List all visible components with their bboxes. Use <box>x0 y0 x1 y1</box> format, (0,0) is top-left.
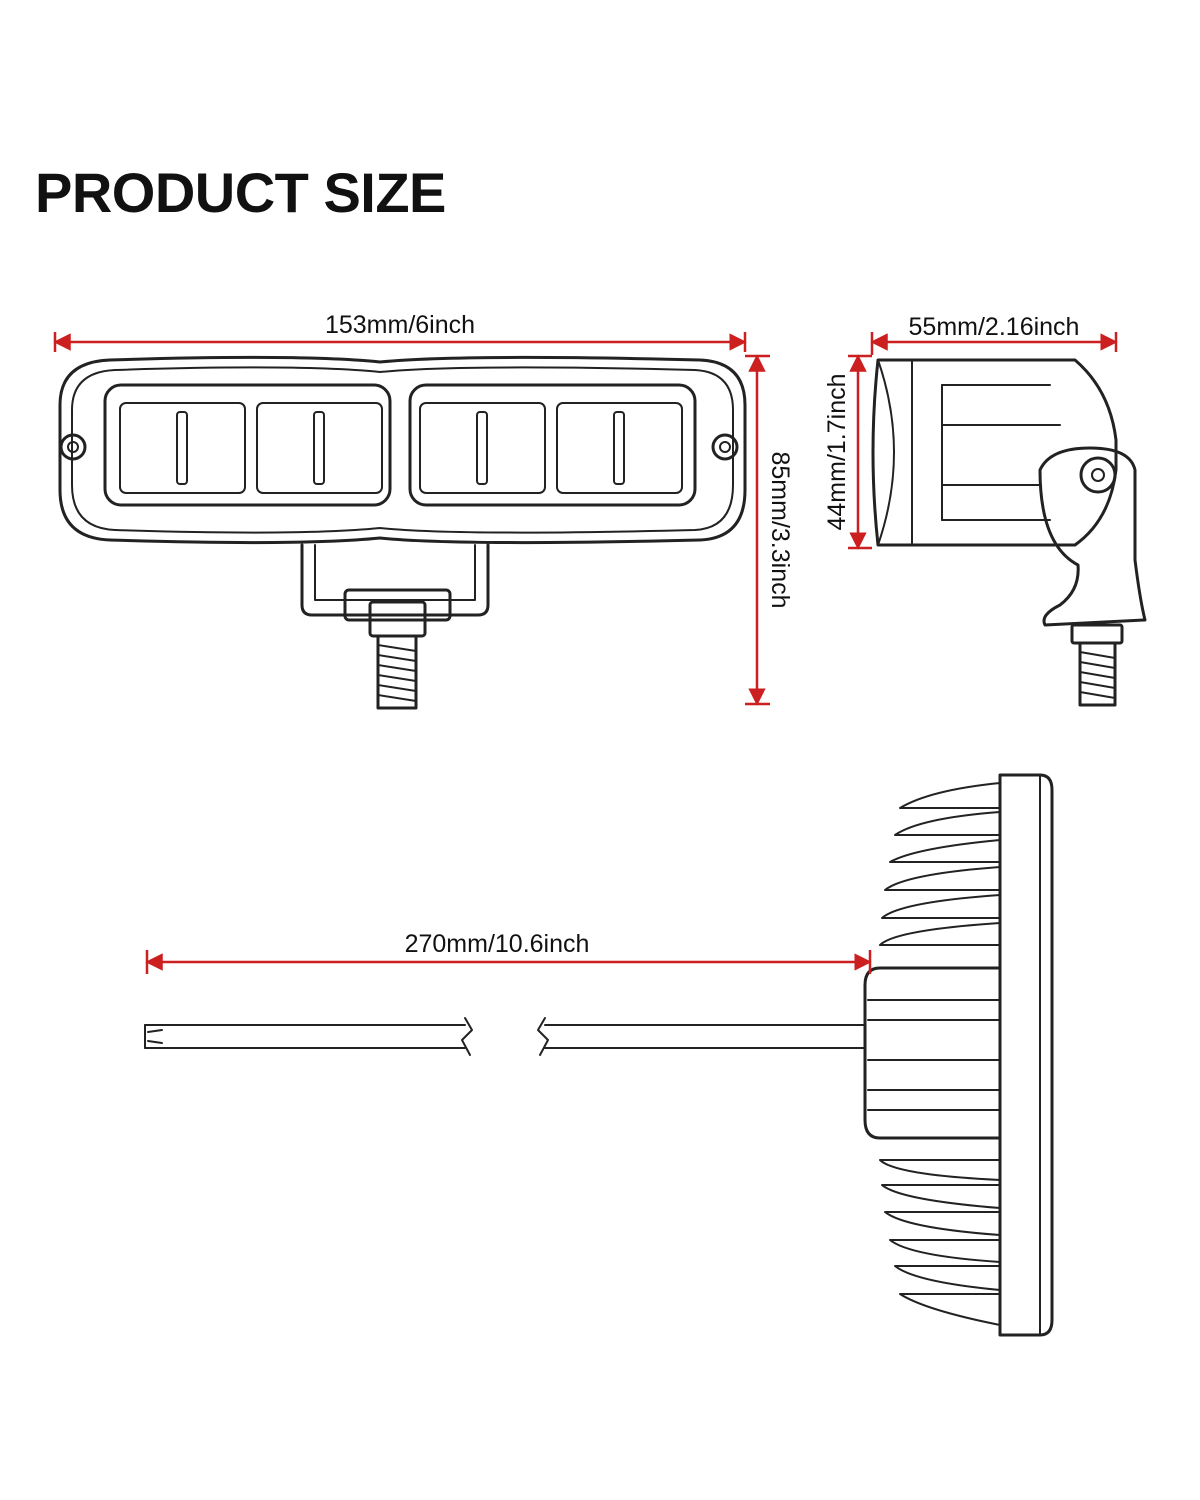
front-lens-group-right <box>408 383 697 507</box>
cooling-fins-top <box>879 782 1001 946</box>
page-title: PRODUCT SIZE <box>35 161 446 224</box>
front-height-dimension: 85mm/3.3inch <box>745 354 794 706</box>
front-bolt <box>368 600 427 710</box>
side-view <box>871 358 1147 707</box>
cable-length-dimension: 270mm/10.6inch <box>145 930 872 974</box>
front-housing <box>58 355 747 545</box>
front-bracket <box>300 543 490 622</box>
power-cable <box>144 1017 866 1056</box>
side-depth-dimension: 55mm/2.16inch <box>870 313 1118 355</box>
front-view <box>58 355 747 710</box>
mounting-screw-right-icon <box>711 433 739 461</box>
cable-length-label: 270mm/10.6inch <box>405 930 590 958</box>
side-depth-label: 55mm/2.16inch <box>909 313 1080 341</box>
front-height-label: 85mm/3.3inch <box>766 451 794 608</box>
side-bolt <box>1070 623 1124 707</box>
side-bracket <box>1038 446 1147 627</box>
side-height-dimension: 44mm/1.7inch <box>823 354 872 550</box>
cooling-fins-middle <box>863 966 1002 1140</box>
mounting-screw-left-icon <box>59 433 87 461</box>
cooling-fins-bottom <box>879 1159 1001 1326</box>
side-height-label: 44mm/1.7inch <box>823 373 851 530</box>
top-view-housing <box>863 773 1054 1337</box>
front-width-label: 153mm/6inch <box>325 311 475 339</box>
front-width-dimension: 153mm/6inch <box>53 311 747 352</box>
front-lens-group-left <box>103 383 392 507</box>
